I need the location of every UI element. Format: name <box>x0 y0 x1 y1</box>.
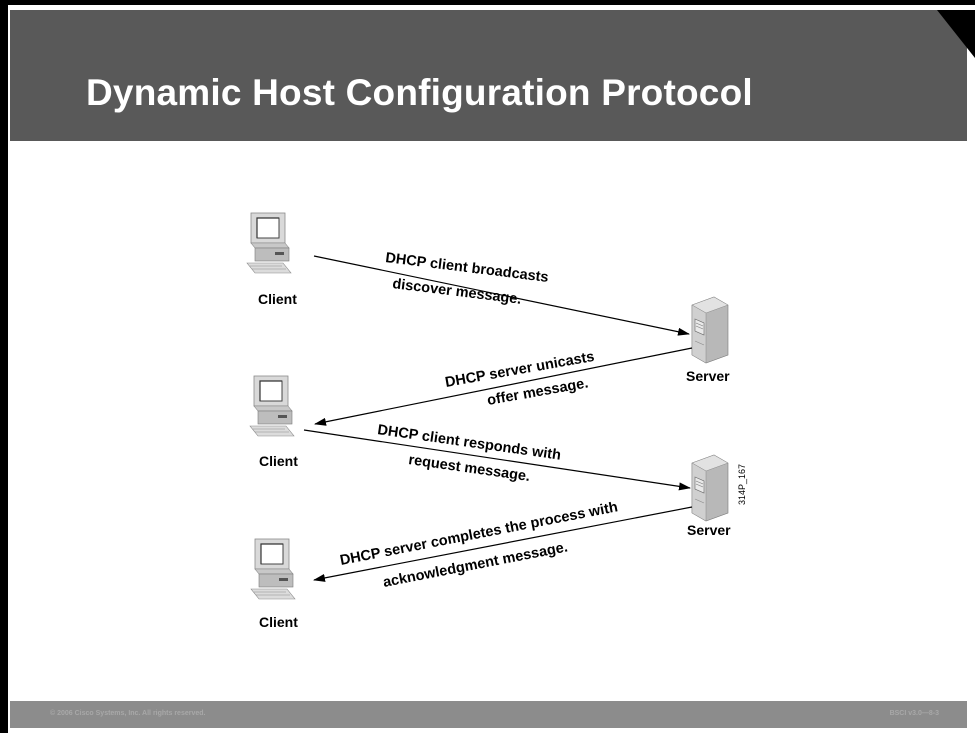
client-computer-icon <box>246 212 292 274</box>
client-label: Client <box>259 614 298 630</box>
title-bar <box>10 10 967 141</box>
server-icon <box>691 454 729 522</box>
course-code: BSCI v3.0—8-3 <box>889 710 939 717</box>
copyright-text: © 2006 Cisco Systems, Inc. All rights re… <box>50 710 206 717</box>
offer-arrow <box>314 347 693 426</box>
acknowledgment-arrow <box>313 506 693 582</box>
slide-title: Dynamic Host Configuration Protocol <box>86 72 753 113</box>
client-computer-icon <box>250 538 296 600</box>
client-label: Client <box>258 291 297 307</box>
discover-message-line2: discover message. <box>392 276 523 308</box>
server-label: Server <box>687 522 731 538</box>
discover-arrow <box>313 255 690 336</box>
server-icon <box>691 296 729 364</box>
figure-code: 314P_167 <box>737 464 747 505</box>
server-label: Server <box>686 368 730 384</box>
request-message-line1: DHCP client responds with <box>376 422 561 464</box>
footer-bar: © 2006 Cisco Systems, Inc. All rights re… <box>10 701 967 728</box>
request-arrow <box>303 429 691 491</box>
client-label: Client <box>259 453 298 469</box>
client-computer-icon <box>249 375 295 437</box>
corner-fold-icon <box>937 10 975 58</box>
